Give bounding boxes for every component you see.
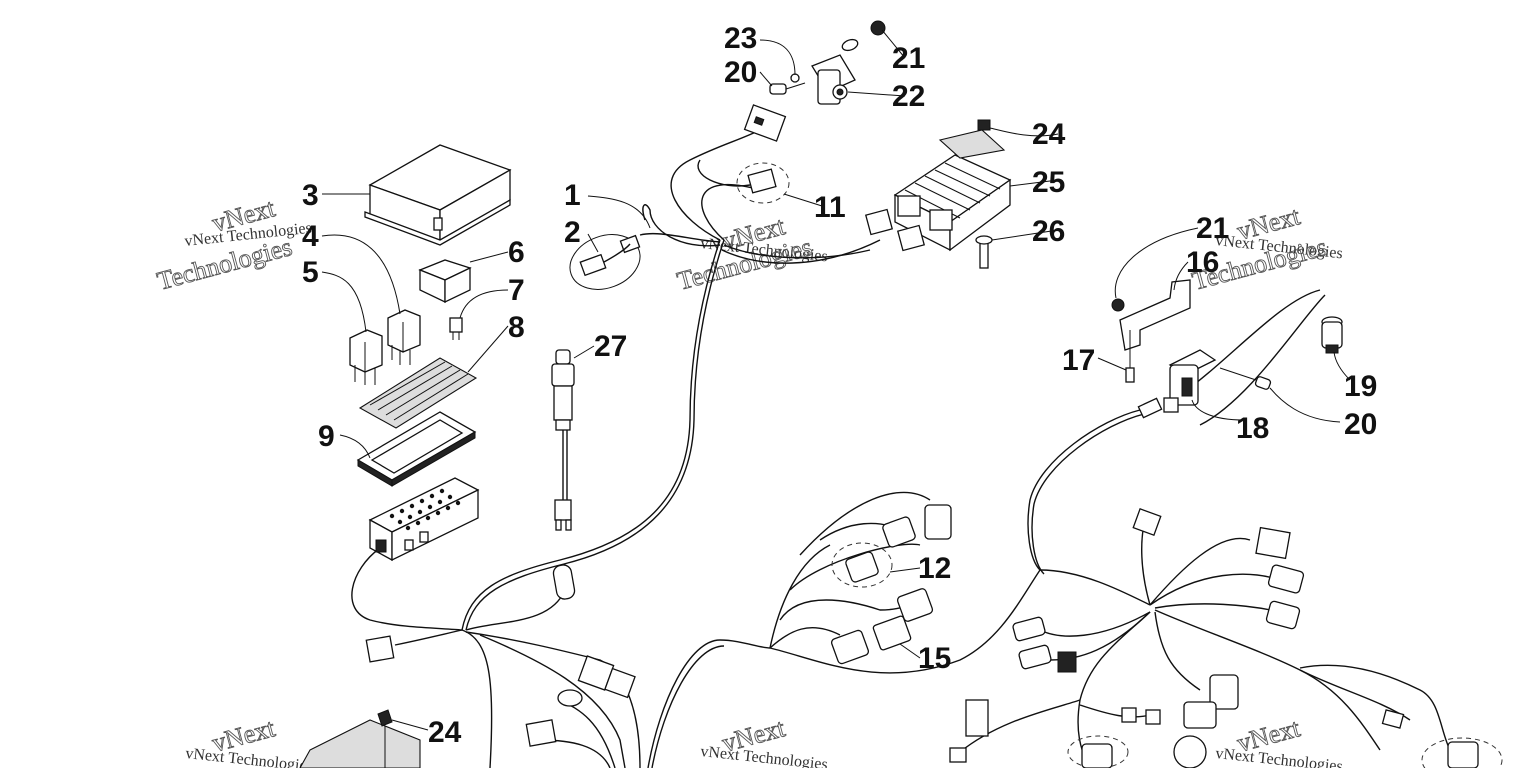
main-harness-wires [351, 129, 1451, 768]
part-3-fuse-box-cover [364, 144, 512, 246]
leader-lines [321, 29, 1351, 731]
callout-19: 19 [1344, 370, 1377, 403]
callout-25: 25 [1032, 166, 1065, 199]
part-11-connector [736, 104, 790, 204]
watermark-bottom-center: vNext vNext Technologies [700, 713, 829, 768]
svg-text:vNext Technologies: vNext Technologies [1215, 745, 1344, 768]
callout-24-top: 24 [1032, 118, 1066, 151]
callout-22: 22 [892, 80, 925, 113]
part-2-inline-connector [569, 234, 641, 290]
part-6-mini-relay [418, 259, 472, 304]
part-25-voltage-regulator [893, 119, 1012, 269]
callout-18: 18 [1236, 412, 1269, 445]
callout-8: 8 [508, 311, 525, 344]
part-7-fuse [449, 317, 463, 340]
part-15-connectors [830, 615, 912, 665]
callout-21-top: 21 [892, 42, 925, 75]
part-16-bracket [1111, 279, 1191, 351]
callout-7: 7 [508, 274, 525, 307]
right-harness-connectors [949, 508, 1503, 768]
callout-12: 12 [918, 552, 951, 585]
callout-15: 15 [918, 642, 951, 675]
callout-24-bottom: 24 [428, 716, 462, 749]
regulator-connectors [864, 208, 926, 252]
callout-5: 5 [302, 256, 319, 289]
callout-4: 4 [302, 220, 319, 253]
watermark-left: vNext vNext Technologies Technologies [154, 193, 313, 297]
ecu-module [299, 709, 421, 768]
callout-21-right: 21 [1196, 212, 1229, 245]
callout-27: 27 [594, 330, 627, 363]
part-4-relay [387, 309, 421, 365]
callout-11: 11 [814, 191, 846, 224]
callout-23: 23 [724, 22, 757, 55]
fuse-box-base [368, 477, 480, 562]
callout-6: 6 [508, 236, 525, 269]
bracket-assembly-top [769, 20, 886, 105]
callout-2: 2 [564, 216, 581, 249]
watermark-bottom-left: vNext vNext Technologies [185, 713, 314, 768]
callout-numbers: 1 2 3 4 5 6 7 8 9 11 12 15 16 17 18 19 2… [302, 22, 1377, 749]
callout-1: 1 [564, 179, 581, 212]
part-5-relay [349, 329, 383, 385]
part-17-screw [1125, 330, 1135, 383]
part-9-gasket [356, 411, 477, 487]
callout-20-top: 20 [724, 56, 757, 89]
callout-16: 16 [1186, 246, 1219, 279]
callout-17: 17 [1062, 344, 1095, 377]
part-20-screw-right [1219, 367, 1272, 390]
callout-9: 9 [318, 420, 335, 453]
part-27-sensor [551, 349, 575, 531]
callout-3: 3 [302, 179, 319, 212]
watermark-bottom-right: vNext vNext Technologies [1215, 713, 1344, 768]
left-harness-connectors [365, 564, 636, 747]
callout-26: 26 [1032, 215, 1065, 248]
part-18-ignition-coil [1137, 349, 1217, 419]
callout-20-right: 20 [1344, 408, 1377, 441]
part-19-spark-cap [1321, 316, 1343, 354]
part-8-label-sheet [358, 357, 478, 429]
part-12-connectors [831, 504, 952, 622]
